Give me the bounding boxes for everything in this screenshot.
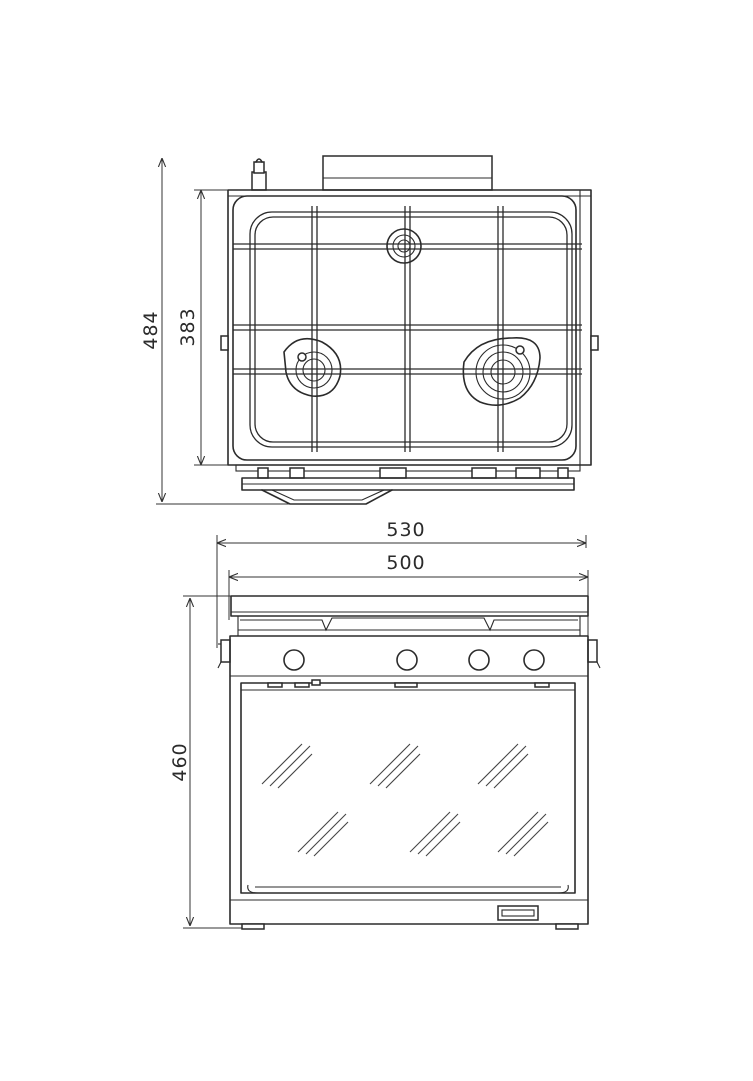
front-view bbox=[217, 595, 601, 930]
foot-left bbox=[241, 923, 265, 930]
gimbal-pin-right bbox=[587, 639, 601, 669]
dim-label-383: 383 bbox=[177, 307, 199, 346]
side-stud-right bbox=[590, 335, 599, 351]
dim-hob-depth: 383 bbox=[177, 189, 228, 466]
front-knob-rail bbox=[235, 464, 581, 505]
door-latch bbox=[497, 905, 539, 921]
control-knobs bbox=[283, 649, 545, 671]
oven-door bbox=[240, 679, 576, 894]
dim-label-460: 460 bbox=[169, 742, 191, 781]
pan-support-grate bbox=[233, 206, 582, 452]
hob-profile bbox=[237, 616, 581, 637]
hob-tray bbox=[232, 195, 577, 461]
dim-total-depth: 484 bbox=[140, 158, 300, 505]
knob-4 bbox=[523, 649, 545, 671]
knob-3 bbox=[468, 649, 490, 671]
knob-1 bbox=[283, 649, 305, 671]
cooker-body bbox=[229, 635, 589, 925]
dim-label-484: 484 bbox=[140, 310, 162, 349]
dim-body-width: 500 bbox=[228, 552, 589, 640]
dim-label-530: 530 bbox=[386, 519, 425, 541]
lid-block bbox=[322, 155, 493, 191]
foot-right bbox=[555, 923, 579, 930]
door-glass-reflections bbox=[261, 743, 549, 857]
dim-label-500: 500 bbox=[386, 552, 425, 574]
lid-closed bbox=[230, 595, 589, 617]
burner-rear bbox=[386, 228, 422, 264]
door-frame bbox=[240, 682, 576, 894]
knob-2 bbox=[396, 649, 418, 671]
gas-inlet bbox=[251, 158, 267, 191]
burner-front-right bbox=[462, 337, 541, 406]
top-view bbox=[220, 155, 599, 505]
dim-total-width: 530 bbox=[216, 519, 587, 648]
burner-front-left bbox=[283, 337, 342, 397]
side-stud-left bbox=[220, 335, 229, 351]
dim-height: 460 bbox=[169, 595, 245, 929]
gimbal-pin-left bbox=[217, 639, 231, 669]
